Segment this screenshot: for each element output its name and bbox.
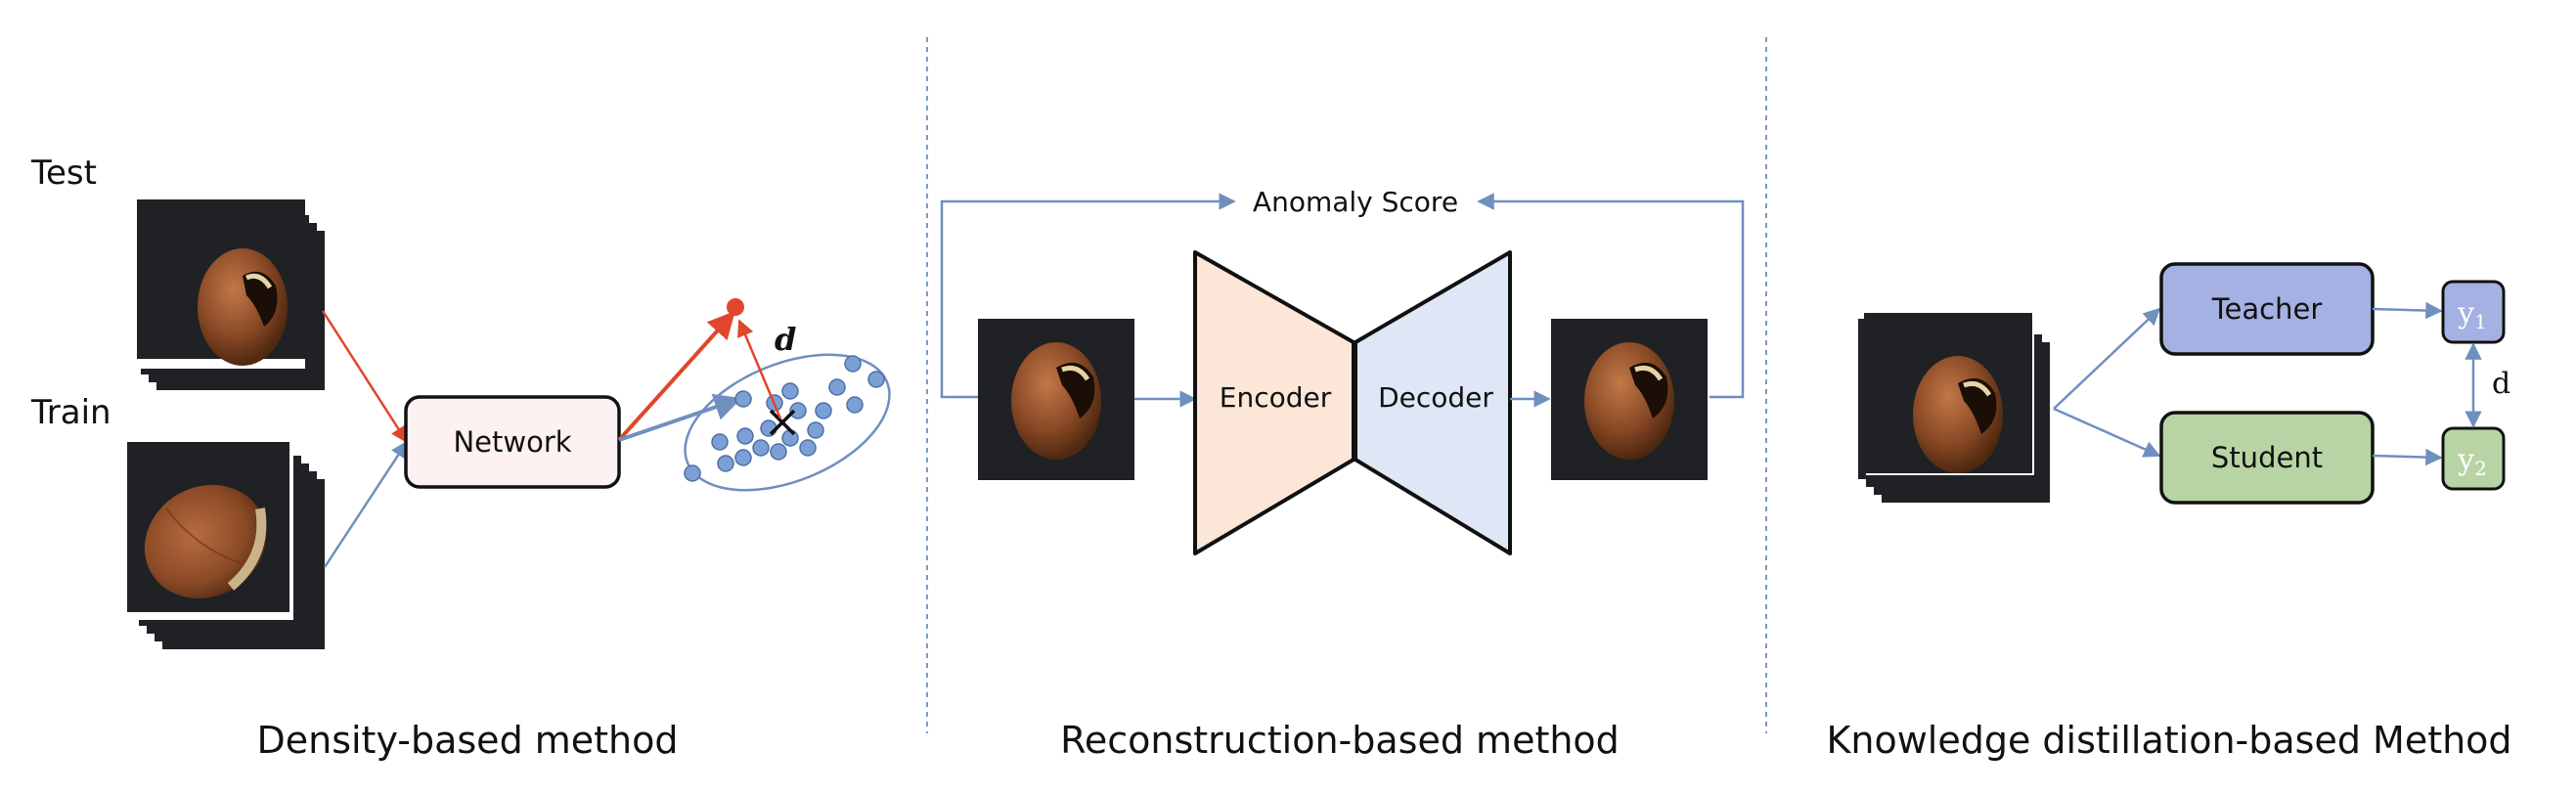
encoder-label: Encoder	[1220, 381, 1332, 414]
density-caption: Density-based method	[256, 719, 678, 762]
input-hazelnut-image	[1011, 342, 1101, 460]
density-panel: Test Train	[30, 154, 891, 762]
distillation-image-stack	[1858, 313, 2050, 503]
student-output-box	[2441, 426, 2506, 491]
normal-hazelnut-image	[144, 484, 267, 599]
anomaly-score-label: Anomaly Score	[1253, 186, 1458, 218]
network-box	[404, 395, 621, 489]
test-label: Test	[30, 154, 97, 193]
normal-feature-distribution	[684, 353, 891, 492]
student-box	[2159, 411, 2375, 505]
train-label: Train	[30, 393, 111, 432]
output-hazelnut-image	[1584, 342, 1674, 460]
student-label: Student	[2211, 441, 2323, 474]
reconstruction-panel: Anomaly Score Encoder Decoder Reconstruc…	[940, 186, 1745, 762]
train-image-stack	[127, 442, 325, 649]
image-to-teacher-arrow	[2053, 307, 2161, 410]
decoder-block	[1354, 250, 1512, 555]
test-image-stack	[137, 199, 325, 390]
teacher-output-box	[2441, 280, 2506, 344]
cracked-hazelnut-image	[198, 248, 288, 366]
distance-arrow	[737, 319, 782, 419]
decoder-label: Decoder	[1378, 381, 1493, 414]
network-to-anomaly-arrow	[617, 310, 735, 442]
distillation-caption: Knowledge distillation-based Method	[1826, 719, 2511, 762]
teacher-output-label: y1	[2457, 296, 2487, 333]
teacher-label: Teacher	[2211, 292, 2323, 326]
distillation-distance-label: d	[2492, 367, 2510, 401]
student-to-y2-arrow	[2372, 448, 2443, 466]
test-to-network-arrow	[321, 310, 409, 444]
network-label: Network	[453, 425, 571, 459]
input-to-score-line	[940, 193, 1236, 399]
output-to-score-line	[1477, 193, 1745, 399]
distillation-panel: Teacher Student y1 y2 d Knowledge distil…	[1826, 262, 2512, 762]
cluster-center-mark	[769, 409, 796, 436]
anomalous-test-point	[727, 298, 744, 316]
density-distance-label: d	[775, 321, 796, 358]
train-to-network-arrow	[323, 440, 409, 568]
distillation-hazelnut-image	[1913, 356, 2003, 473]
teacher-to-y1-arrow	[2372, 301, 2443, 320]
image-to-student-arrow	[2053, 407, 2161, 458]
network-to-cluster-arrow	[618, 393, 742, 442]
student-output-label: y2	[2457, 443, 2487, 480]
reconstruction-caption: Reconstruction-based method	[1060, 719, 1620, 762]
